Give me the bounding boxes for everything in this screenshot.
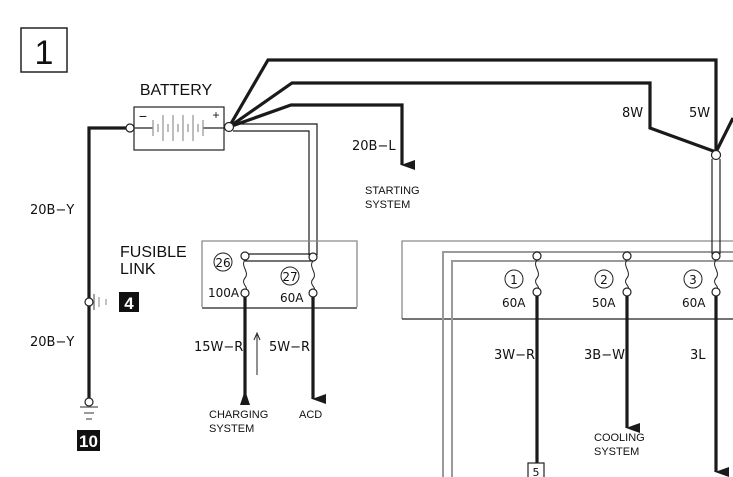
fuse-3: 3 60A [682,251,721,310]
fuse-1-number: 1 [510,273,518,287]
wire-label-8w: 8W [622,106,643,121]
battery-minus-sign: − [139,108,147,124]
destination-cooling-line1: COOLING [594,432,645,444]
wire-label-ground-lower: 20B−Y [30,335,74,350]
charging-arrow-up-icon [240,390,250,405]
fuse-3-element-icon [714,259,718,290]
destination-acd: ACD [299,409,322,421]
connector-ref-4: 4 [119,292,139,313]
ground-point-ref-10: 10 [77,430,100,451]
wire-label-acd: 5W−R [269,340,310,355]
wire-label-ground-upper: 20B−Y [30,203,74,218]
section-number: 1 [35,34,54,72]
ground-icon [80,406,98,420]
battery-label: BATTERY [140,82,213,99]
main-fuse-box: 1 60A 2 50A 3 60A [401,159,733,477]
junction-terminal [710,149,722,161]
fuse-3-number: 3 [689,273,697,287]
destination-starting-line1: STARTING [365,185,420,197]
wire-label-charging: 15W−R [194,340,243,355]
fuse-26: 26 100A [208,251,250,300]
destination-cooling-line2: SYSTEM [594,446,639,458]
fuse-27: 27 60A [280,252,318,305]
battery-positive-terminal [223,121,235,133]
charging-wire: 15W−R CHARGING SYSTEM [194,297,268,435]
fuse-27-number: 27 [282,270,297,284]
fuse-3-output-wire: 3L [690,296,729,477]
fusible-link-label-line1: FUSIBLE [120,244,187,261]
fuse-2-output-wire: 3B−W COOLING SYSTEM [584,296,645,458]
wire-label-fuse2: 3B−W [584,348,625,363]
wire-label-starting: 20B−L [352,139,396,154]
fuse-2: 2 50A [592,251,632,310]
current-direction-arrow-icon [253,331,261,341]
ground-point-ref-10-label: 10 [79,432,98,451]
destination-starting-line2: SYSTEM [365,199,410,211]
battery: BATTERY − + [133,82,225,151]
fuse-27-element-icon [311,260,315,291]
battery-positive-harness: 8W 5W 20B−L STARTING SYSTEM [223,58,733,211]
fuse-2-element-icon [625,259,629,290]
fusible-link-feed [233,123,318,255]
inline-connector-icon [84,297,94,307]
ground-wire: 20B−Y 20B−Y 4 10 [30,123,139,451]
fusible-link-label-line2: LINK [120,261,156,278]
connector-ref-5-label: 5 [533,466,540,477]
ground-terminal [84,397,94,407]
fuse-2-number: 2 [600,273,608,287]
acd-wire: 5W−R ACD [269,297,326,421]
fuse-1-element-icon [535,259,539,290]
wire-label-fuse1: 3W−R [494,348,535,363]
wire-label-5w: 5W [689,106,710,121]
battery-negative-terminal [125,123,135,133]
fuse-3-rating: 60A [682,296,706,310]
battery-cells-icon [134,115,224,141]
fusible-link-box: FUSIBLE LINK 26 100A 27 60A [120,240,358,309]
destination-charging-line2: SYSTEM [209,423,254,435]
connector-ref-4-label: 4 [124,294,134,313]
connector-ref-5 [527,462,545,477]
fuse-27-rating: 60A [280,291,304,305]
section-number-box: 1 [20,27,68,73]
fuse-26-element-icon [243,259,247,291]
fuse-1-rating: 60A [502,296,526,310]
fuse-26-number: 26 [215,256,230,270]
fuse-2-rating: 50A [592,296,616,310]
destination-charging-line1: CHARGING [209,409,268,421]
fuse-1: 1 60A [502,251,542,310]
battery-plus-sign: + [212,108,219,122]
fuse-26-rating: 100A [208,286,240,300]
fuse-1-output-wire: 3W−R 5 [494,296,545,477]
wire-label-fuse3: 3L [690,348,706,363]
